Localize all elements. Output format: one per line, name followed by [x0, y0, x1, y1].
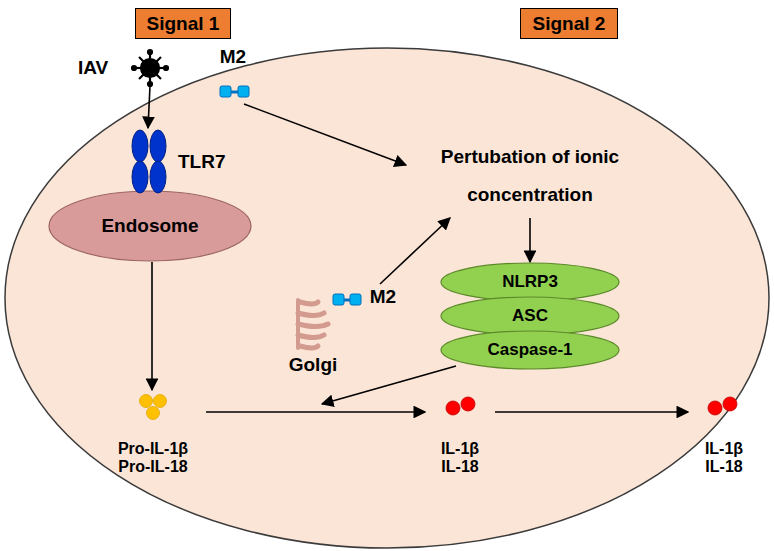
node-text: Pro-IL-1β — [118, 440, 188, 458]
cell-outline — [5, 48, 769, 548]
secreted-cytokine-dots — [708, 397, 737, 415]
inflammasome-part-ellipse — [441, 331, 619, 369]
node-text: Golgi — [289, 354, 338, 376]
node-text: NLRP3 — [502, 272, 558, 292]
arrow-connector — [380, 218, 450, 284]
arrow-connector — [148, 86, 150, 128]
inflammasome-part-ellipse — [441, 297, 619, 335]
endosome-ellipse — [49, 191, 251, 261]
cytokine-label: Pro-IL-1βPro-IL-18 — [100, 390, 206, 478]
receptor-subunit — [150, 161, 166, 193]
node-text: ASC — [512, 306, 548, 326]
node-text: Pertubation of ionic concentration — [406, 138, 654, 214]
arrow-connector — [495, 411, 688, 413]
receptor: TLR7 — [128, 128, 234, 196]
node-text: Pro-IL-18 — [118, 458, 187, 476]
virus-label: IAV — [72, 50, 172, 86]
node-text: Signal 1 — [147, 13, 220, 35]
node-text: Caspase-1 — [487, 340, 572, 360]
m2-label: M2 — [366, 284, 400, 310]
receptor-subunit — [150, 130, 166, 162]
cytokine-label: IL-1βIL-18 — [425, 390, 495, 478]
golgi-stack — [298, 300, 328, 348]
m2-channel-golgi — [333, 294, 361, 305]
node-text: M2 — [370, 286, 396, 308]
process-text: Pertubation of ionic concentration — [406, 134, 654, 218]
arrow-connector — [151, 262, 153, 390]
inflammasome-part: NLRP3 — [440, 262, 620, 302]
receptor-subunit — [132, 130, 148, 162]
cytokine-label: IL-1βIL-18 — [688, 390, 760, 478]
inflammasome-part: ASC — [440, 296, 620, 336]
node-text: M2 — [220, 46, 246, 68]
cytokine-dots — [446, 397, 475, 415]
inflammasome-part-ellipse — [441, 263, 619, 301]
node-text: IL-18 — [705, 458, 742, 476]
receptor-subunit — [132, 161, 148, 193]
node-text: TLR7 — [178, 151, 226, 173]
node-text: IAV — [78, 57, 108, 79]
m2-label: M2 — [210, 46, 256, 104]
inflammasome-part: Caspase-1 — [440, 330, 620, 370]
signal-box: Signal 1 — [135, 8, 231, 39]
endosome: Endosome — [48, 190, 252, 262]
virus-icon — [132, 50, 168, 86]
node-text: IL-1β — [705, 440, 743, 458]
arrow-connector — [529, 218, 531, 262]
node-text: IL-18 — [441, 458, 478, 476]
activation-arrow — [322, 366, 456, 404]
node-text: Signal 2 — [533, 13, 606, 35]
node-text: IL-1β — [441, 440, 479, 458]
arrow-connector — [206, 411, 425, 413]
arrow-connector — [244, 104, 406, 165]
signal-box: Signal 2 — [520, 8, 618, 39]
node-text: Endosome — [101, 215, 198, 237]
organelle-label: Golgi — [283, 352, 343, 378]
pro-cytokine-dots — [140, 395, 167, 420]
m2-channel-surface — [220, 86, 249, 97]
